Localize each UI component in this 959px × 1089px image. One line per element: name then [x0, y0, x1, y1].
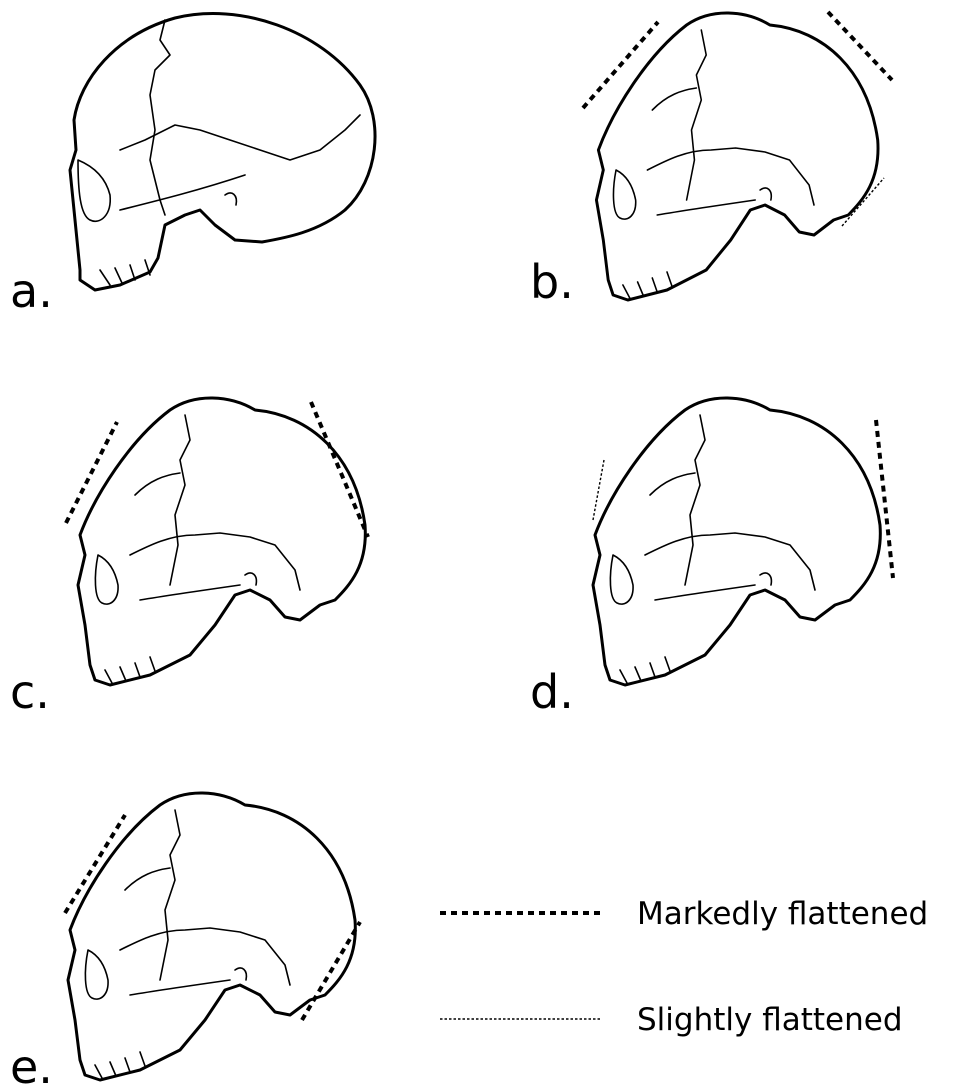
legend-slight-label: Slightly flattened [637, 1002, 903, 1038]
frontal-slight-flattening-marker-d [593, 460, 604, 520]
skull-drawing-d [593, 398, 880, 685]
panel-label-b: b. [530, 255, 574, 309]
skull-panel-b: b. [530, 12, 892, 309]
panel-label-c: c. [10, 665, 50, 719]
skull-drawing-a [70, 14, 375, 290]
skull-panel-a: a. [10, 14, 375, 318]
skull-panel-d: d. [530, 398, 893, 719]
panel-label-d: d. [530, 665, 574, 719]
skull-drawing-c [78, 398, 365, 685]
panel-label-a: a. [10, 264, 53, 318]
panel-label-e: e. [10, 1040, 53, 1089]
skull-panel-e: e. [10, 793, 360, 1089]
legend-marked-label: Markedly flattened [637, 896, 928, 932]
skull-drawing-b [596, 13, 878, 300]
legend: Markedly flattened Slightly flattened [440, 896, 928, 1038]
skull-panel-c: c. [10, 398, 368, 719]
